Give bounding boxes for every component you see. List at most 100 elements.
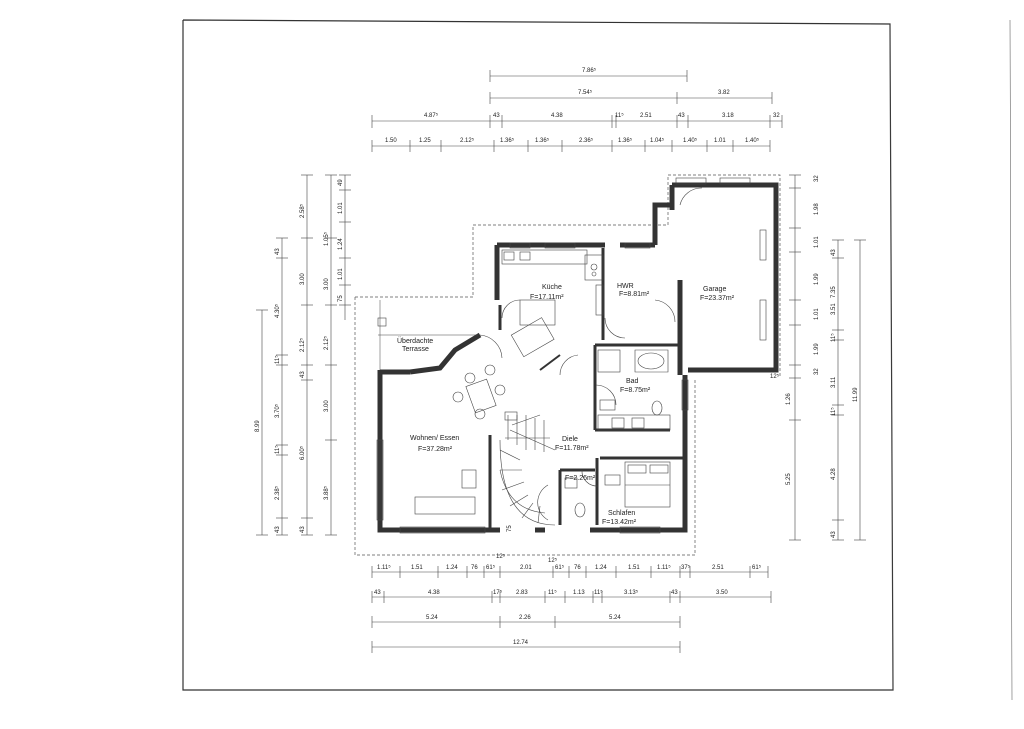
terrace-structure bbox=[378, 300, 478, 370]
dim-label: 32 bbox=[773, 113, 780, 119]
dim-label: 11⁵ bbox=[548, 589, 557, 596]
dim-label: 1.11⁵ bbox=[657, 564, 671, 571]
dim-label: 1.99 bbox=[814, 273, 820, 285]
dim-label: 43 bbox=[831, 531, 837, 538]
left-dimension-labels: 8.99 43 4.30⁵ 11⁵ 3.70⁵ 11⁵ 2.38⁵ 43 2.5… bbox=[255, 179, 344, 533]
dim-label: 43 bbox=[493, 113, 500, 119]
wc-furniture bbox=[564, 477, 586, 518]
dim-label: 3.18 bbox=[722, 113, 734, 119]
dim-label: 43 bbox=[831, 249, 837, 256]
dim-label: 4.38 bbox=[551, 113, 563, 119]
dim-label: 3.51 bbox=[831, 303, 837, 315]
dim-label: 61⁵ bbox=[486, 564, 496, 571]
dim-label: 43 bbox=[300, 526, 306, 533]
room-name-kueche: Küche bbox=[542, 284, 562, 291]
dim-label: 1.51 bbox=[411, 565, 423, 571]
dim-label: 75 bbox=[338, 295, 344, 302]
dim-label: 11⁵ bbox=[830, 407, 837, 416]
dim-label: 4.28 bbox=[831, 468, 837, 480]
dim-label: 11⁵ bbox=[615, 112, 624, 119]
dim-label: 3.88⁵ bbox=[323, 485, 330, 500]
dim-label: 1.98 bbox=[814, 203, 820, 215]
dim-label: 1.13 bbox=[573, 590, 585, 596]
dim-label: 2.12⁵ bbox=[323, 335, 330, 350]
dim-label: 1.01 bbox=[814, 308, 820, 320]
dim-label: 1.24 bbox=[338, 238, 344, 250]
dim-label: 2.83 bbox=[516, 590, 528, 596]
dim-label: 43 bbox=[374, 590, 381, 596]
dim-label: 11⁵ bbox=[274, 355, 281, 364]
room-area-diele: F=11.78m² bbox=[555, 445, 589, 452]
dim-label: 1.04⁵ bbox=[650, 137, 665, 144]
dim-label: 43 bbox=[678, 113, 685, 119]
dim-label: 1.01 bbox=[714, 138, 726, 144]
room-area-wohnen: F=37.28m² bbox=[418, 446, 453, 453]
room-name-wohnen: Wohnen/ Essen bbox=[410, 435, 459, 442]
room-name-bad: Bad bbox=[626, 378, 639, 385]
dim-label: 12⁵ bbox=[548, 557, 558, 564]
dim-label: 61⁵ bbox=[752, 564, 762, 571]
dim-label: 1.25 bbox=[419, 138, 431, 144]
dim-label: 32 bbox=[814, 175, 820, 182]
dim-label: 76 bbox=[471, 565, 478, 571]
stair-width-label: 75 bbox=[507, 525, 513, 532]
dim-label: 3.50 bbox=[716, 590, 728, 596]
dim-label: 4.38 bbox=[428, 590, 440, 596]
dim-label: 1.11⁵ bbox=[377, 564, 391, 571]
room-area-schlafen: F=13.42m² bbox=[602, 519, 637, 526]
dim-label: 11⁵ bbox=[274, 445, 281, 454]
dim-label: 43 bbox=[671, 590, 678, 596]
dim-label: 5.24 bbox=[426, 615, 438, 621]
dim-label: 11⁵ bbox=[830, 333, 837, 342]
dim-label: 4.30⁵ bbox=[274, 303, 281, 318]
dim-label: 6.00⁵ bbox=[299, 445, 306, 460]
room-name-hwr: HWR bbox=[617, 283, 634, 290]
windows bbox=[376, 177, 767, 534]
dim-label: 1.01 bbox=[814, 236, 820, 248]
dim-label: 61⁵ bbox=[555, 564, 565, 571]
dim-label: 3.00 bbox=[324, 400, 330, 412]
room-area-garage: F=23.37m² bbox=[700, 295, 735, 302]
dim-label: 17⁵ bbox=[493, 589, 503, 596]
dim-label: 49 bbox=[338, 179, 344, 186]
bottom-dimension-labels: 1.11⁵ 1.51 1.24 76 61⁵ 2.01 61⁵ 76 1.24 … bbox=[374, 553, 762, 646]
dim-label: 5.24 bbox=[609, 615, 621, 621]
dim-label: 1.26 bbox=[786, 393, 792, 405]
dim-label: 12⁵ bbox=[496, 553, 506, 560]
dim-label: 3.82 bbox=[718, 90, 730, 96]
dim-label: 3.00 bbox=[324, 278, 330, 290]
dim-label: 1.24 bbox=[446, 565, 458, 571]
top-dimension-lines bbox=[371, 70, 783, 152]
dim-label: 11⁵ bbox=[594, 589, 603, 596]
room-name-garage: Garage bbox=[703, 286, 726, 293]
dim-label: 2.12⁵ bbox=[299, 337, 306, 352]
dim-label: 11.99 bbox=[853, 387, 859, 402]
room-area-bad: F=8.75m² bbox=[620, 387, 651, 394]
dim-label: 2.38⁵ bbox=[274, 485, 281, 500]
dim-label: 1.24 bbox=[595, 565, 607, 571]
dim-label: 1.40⁵ bbox=[683, 137, 698, 144]
room-name-schlafen: Schlafen bbox=[608, 510, 635, 517]
dim-label: 7.86⁵ bbox=[582, 67, 597, 74]
dim-label: 3.00 bbox=[300, 273, 306, 285]
bedroom-furniture bbox=[604, 461, 671, 508]
dim-label: 43 bbox=[300, 371, 306, 378]
dim-label: 1.01 bbox=[338, 268, 344, 280]
room-area-hwr: F=8.81m² bbox=[619, 291, 650, 298]
door-swings bbox=[479, 187, 703, 521]
dim-label: 2.51 bbox=[712, 565, 724, 571]
dim-label: 4.87⁵ bbox=[424, 112, 439, 119]
dim-label: 1.50 bbox=[385, 138, 397, 144]
dim-label: 7.35 bbox=[831, 286, 837, 298]
room-name-diele: Diele bbox=[562, 436, 578, 443]
dim-label: 1.36⁵ bbox=[500, 137, 515, 144]
dim-label: 43 bbox=[275, 526, 281, 533]
room-area-wc: F=2.26m² bbox=[565, 475, 596, 482]
dim-label: 2.36⁵ bbox=[579, 137, 594, 144]
dim-label: 1.99 bbox=[814, 343, 820, 355]
dim-label: 3.11 bbox=[831, 376, 837, 388]
dim-label: 8.99 bbox=[255, 420, 261, 432]
bottom-dimension-lines bbox=[371, 566, 772, 653]
